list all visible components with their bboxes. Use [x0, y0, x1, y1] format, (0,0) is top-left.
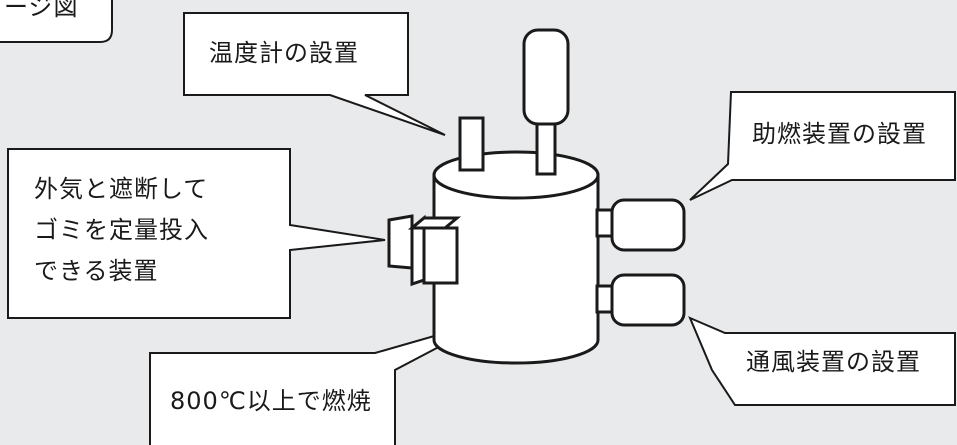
feeder-box-icon: [422, 226, 459, 285]
ventilation-label: 通風装置の設置: [746, 348, 921, 376]
ventilation-unit-icon: [610, 273, 686, 327]
burner-label: 助燃装置の設置: [752, 120, 927, 148]
burner-stack-pipe: [535, 116, 557, 176]
burner-stack-head: [522, 28, 570, 126]
feeder-hatch-icon: [387, 214, 414, 270]
feeder-label-line-3: できる装置: [34, 257, 159, 285]
thermometer-label: 温度計の設置: [209, 39, 359, 67]
feeder-label-line-2: ゴミを定量投入: [34, 216, 209, 244]
ventilation-callout-box: [688, 316, 956, 406]
burner-unit-icon: [610, 198, 686, 252]
feeder-label-line-1: 外気と遮断して: [34, 175, 209, 203]
thermometer-icon: [458, 116, 485, 172]
incinerator-body: [432, 173, 600, 365]
temperature-label: 800℃以上で燃焼: [170, 387, 372, 415]
burner-callout-box: [689, 91, 956, 201]
temperature-callout-box: [149, 319, 491, 445]
title-fragment: ージ図: [4, 0, 79, 21]
feeder-callout-box: [7, 148, 386, 319]
title-box: [0, 0, 113, 43]
thermometer-callout-box: [183, 12, 446, 136]
